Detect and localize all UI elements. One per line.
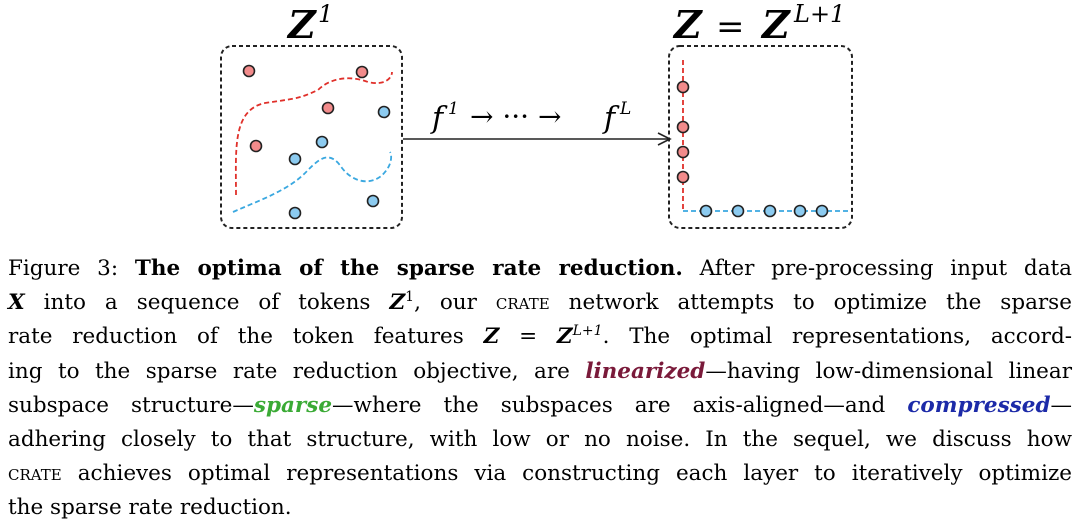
blue-point [315, 135, 329, 149]
red-point [249, 139, 263, 153]
blue-point [699, 204, 713, 218]
caption-line-2: X into a sequence of tokens Z1, our crat… [8, 289, 1072, 316]
caption-line-6: adhering closely to that structure, with… [8, 427, 1072, 453]
linearized-term: linearized [585, 358, 706, 384]
arrow-label-f1-sup: 1 [448, 99, 459, 119]
red-point [676, 120, 690, 134]
right-token-box [668, 45, 853, 229]
left-token-box [220, 45, 403, 229]
blue-point [288, 206, 302, 220]
arrow-label-fL: f [602, 101, 620, 136]
blue-point [731, 204, 745, 218]
caption-line-8: the sparse rate reduction. [8, 495, 292, 521]
red-point [676, 170, 690, 184]
arrow-label-f1: f [430, 101, 448, 136]
blue-point [763, 204, 777, 218]
right-box-label-sup: L+1 [793, 0, 845, 28]
blue-point [377, 105, 391, 119]
arrow-label-fL-sup: L [619, 99, 631, 119]
figure-caption: Figure 3: The optima of the sparse rate … [8, 252, 1072, 526]
right-box-label-a: Z [672, 2, 703, 47]
right-box-label-b: Z [760, 2, 791, 47]
caption-line-5: subspace structure—sparse—where the subs… [8, 392, 1072, 418]
blue-point [793, 204, 807, 218]
left-box-label-sup: 1 [318, 0, 333, 28]
caption-line-1: Figure 3: The optima of the sparse rate … [8, 256, 1072, 281]
arrow-label-dots: → ··· → [470, 100, 561, 133]
red-point [355, 65, 369, 79]
left-box-label: Z [286, 2, 317, 47]
blue-point [288, 152, 302, 166]
red-dashed-curve [234, 71, 393, 196]
sparse-term: sparse [253, 392, 333, 418]
red-point [242, 64, 256, 78]
blue-point [815, 204, 829, 218]
red-point [321, 101, 335, 115]
red-point [676, 80, 690, 94]
caption-line-3: rate reduction of the token features Z =… [8, 323, 1072, 350]
caption-line-7: crate achieves optimal representations v… [8, 461, 1072, 487]
compressed-term: compressed [907, 392, 1051, 418]
figure-3-diagram: Z 1 f 1 → ··· → f L Z = Z L+1 [220, 0, 853, 229]
blue-dashed-curve [232, 151, 393, 213]
right-box-label-eq: = [716, 7, 745, 47]
caption-line-4: ing to the sparse rate reduction objecti… [8, 358, 1072, 384]
blue-point [366, 194, 380, 208]
red-point [676, 145, 690, 159]
